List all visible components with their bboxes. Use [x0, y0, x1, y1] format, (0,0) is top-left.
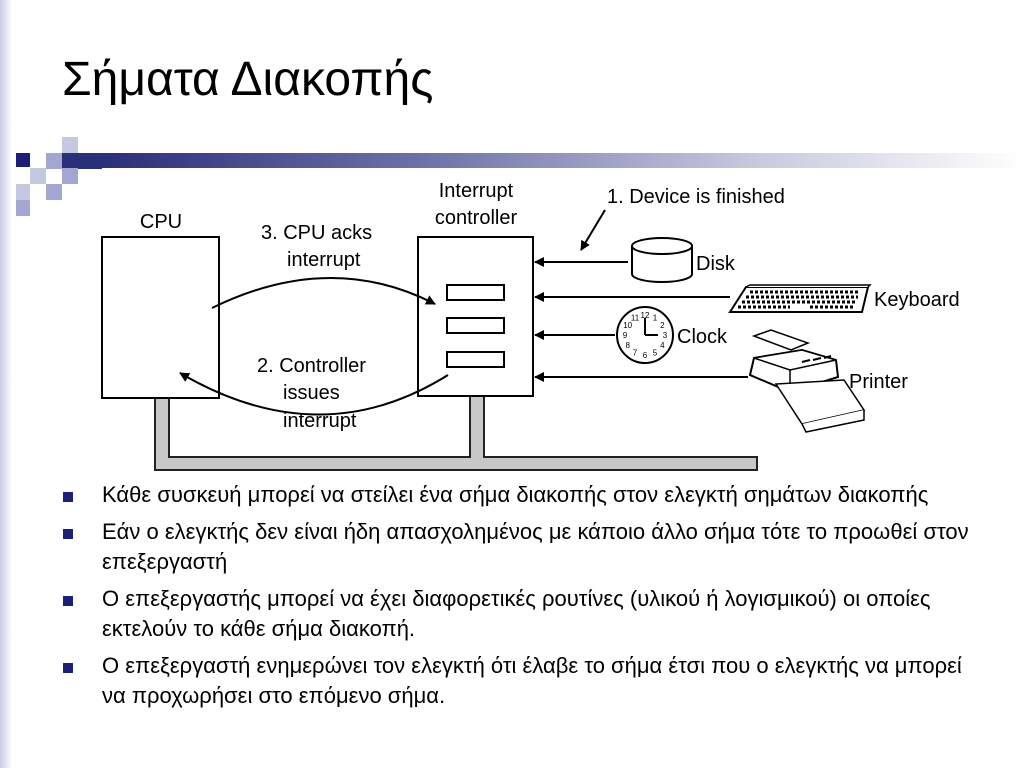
interrupt-controller-box	[417, 236, 534, 397]
printer-label: Printer	[849, 371, 908, 393]
cpu-ack-arrow	[211, 277, 436, 309]
controller-register	[446, 284, 505, 301]
square-bullet-icon	[63, 663, 73, 673]
device-finished-arrow	[580, 209, 606, 251]
clock-numeral: 4	[660, 341, 665, 350]
deco-square	[46, 184, 62, 200]
list-item: Εάν ο ελεγκτής δεν είναι ήδη απασχολημέν…	[60, 517, 990, 577]
controller-issue-arrow	[179, 372, 449, 416]
list-item: Κάθε συσκευή μπορεί να στείλει ένα σήμα …	[60, 480, 990, 510]
cpu-box	[101, 236, 220, 399]
deco-square	[62, 137, 78, 153]
clock-numeral: 3	[663, 331, 668, 340]
clock-label: Clock	[677, 326, 728, 348]
clock-numeral: 10	[623, 321, 632, 330]
clock-numeral: 11	[631, 314, 640, 323]
deco-square	[46, 153, 62, 169]
square-bullet-icon	[63, 492, 73, 502]
bullet-list: Κάθε συσκευή μπορεί να στείλει ένα σήμα …	[60, 480, 990, 718]
clock-numeral: 5	[653, 348, 658, 357]
printer-icon	[748, 329, 866, 433]
keyboard-icon	[728, 284, 872, 313]
deco-square	[78, 153, 102, 169]
clock-numeral: 6	[643, 351, 648, 360]
step2-label-line3: interrupt	[283, 410, 357, 432]
disk-label: Disk	[696, 253, 736, 275]
interrupt-diagram: CPU Interrupt controller 3. CPU acks int…	[101, 180, 960, 471]
clock-numeral: 9	[623, 331, 628, 340]
system-bus	[154, 395, 758, 471]
list-item: Ο επεξεργαστής μπορεί να έχει διαφορετικ…	[60, 584, 990, 644]
step1-label: 1. Device is finished	[607, 186, 785, 208]
interrupt-controller-label-line2: controller	[435, 207, 518, 229]
deco-square	[16, 153, 30, 167]
cpu-label: CPU	[140, 211, 182, 233]
square-bullet-icon	[63, 529, 73, 539]
step2-label-line2: issues	[283, 382, 340, 404]
controller-register	[446, 351, 505, 368]
bullet-text: Ο επεξεργαστής μπορεί να έχει διαφορετικ…	[102, 586, 931, 641]
bullet-text: Ο επεξεργαστή ενημερώνει τον ελεγκτή ότι…	[102, 653, 962, 708]
disk-icon	[631, 237, 693, 283]
list-item: Ο επεξεργαστή ενημερώνει τον ελεγκτή ότι…	[60, 651, 990, 711]
step3-label-line1: 3. CPU acks	[261, 222, 372, 244]
clock-numeral: 12	[641, 311, 650, 320]
title-underline-bar	[102, 153, 1024, 168]
deco-square	[62, 153, 78, 169]
step3-label-line2: interrupt	[287, 249, 361, 271]
controller-register	[446, 317, 505, 334]
left-decor-stripe	[0, 0, 12, 768]
deco-square	[16, 200, 30, 216]
keyboard-label: Keyboard	[874, 289, 960, 311]
slide-title: Σήματα Διακοπής	[62, 53, 434, 106]
deco-square	[16, 184, 30, 200]
bullet-text: Εάν ο ελεγκτής δεν είναι ήδη απασχολημέν…	[102, 519, 969, 574]
deco-square	[30, 168, 46, 184]
clock-numeral: 8	[625, 341, 630, 350]
clock-numeral: 2	[660, 321, 665, 330]
clock-numeral: 7	[633, 348, 638, 357]
interrupt-controller-label-line1: Interrupt	[439, 180, 514, 202]
clock-numeral: 1	[653, 314, 658, 323]
bullet-text: Κάθε συσκευή μπορεί να στείλει ένα σήμα …	[102, 482, 929, 507]
step2-label-line1: 2. Controller	[257, 355, 366, 377]
deco-square	[62, 168, 78, 184]
square-bullet-icon	[63, 596, 73, 606]
